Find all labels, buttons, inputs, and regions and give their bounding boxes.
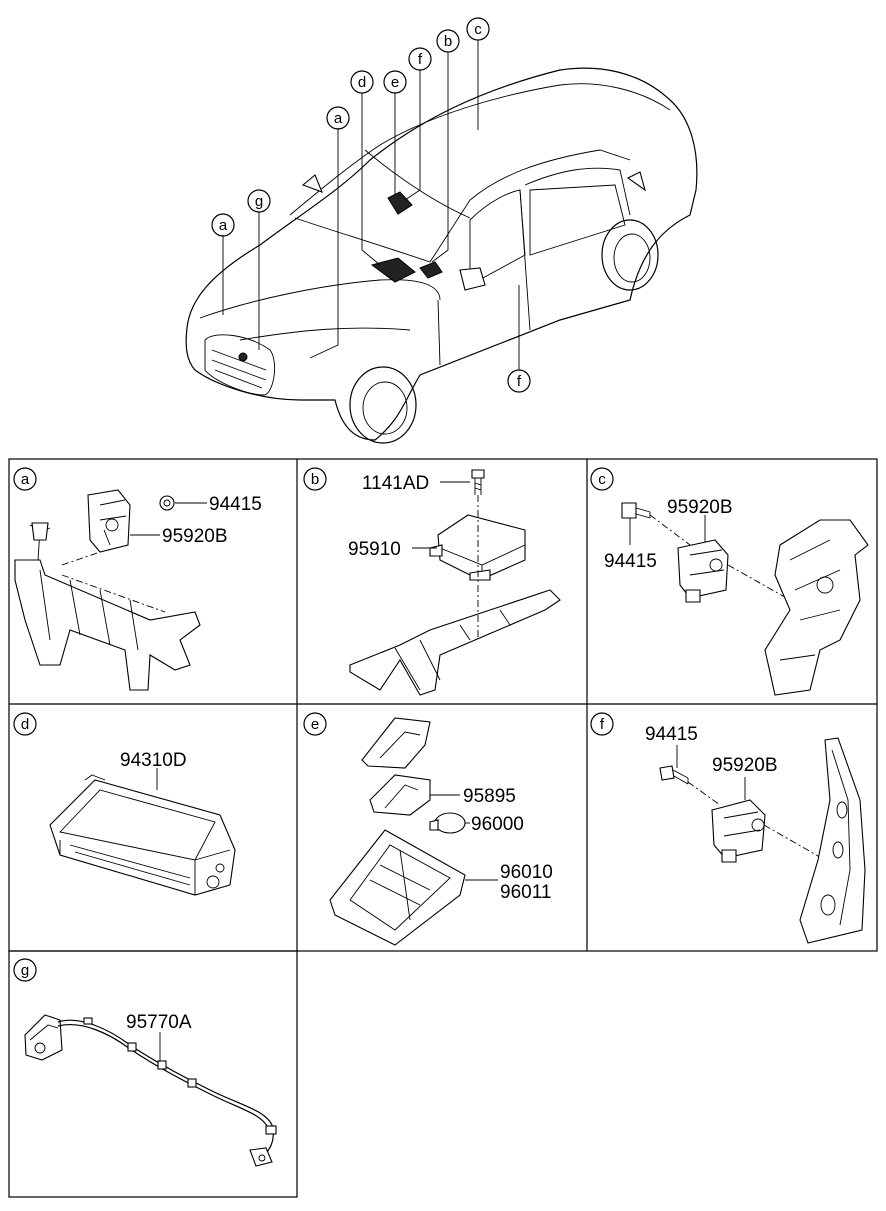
panel-b: b 1141AD 95910 bbox=[303, 467, 561, 696]
label-95920B[interactable]: 95920B bbox=[712, 755, 778, 776]
panel-e-id: e bbox=[303, 712, 327, 736]
svg-text:g: g bbox=[21, 962, 29, 979]
panel-a-id: a bbox=[13, 467, 37, 491]
panel-a: a 94415 95920B bbox=[13, 467, 262, 691]
label-96011[interactable]: 96011 bbox=[500, 882, 551, 903]
callout-g[interactable]: g bbox=[247, 189, 271, 213]
panel-c-id: c bbox=[590, 467, 614, 491]
callout-d[interactable]: d bbox=[350, 70, 374, 94]
callout-f-bottom[interactable]: f bbox=[507, 369, 531, 393]
callout-c[interactable]: c bbox=[466, 17, 490, 41]
svg-text:d: d bbox=[358, 74, 366, 91]
panel-g: g 95770A bbox=[13, 958, 277, 1167]
panel-e: e 95895 96000 96010 96011 bbox=[303, 712, 553, 946]
car-overview: a g a d e f b c bbox=[185, 17, 698, 444]
panel-grid bbox=[8, 458, 878, 1198]
label-96010[interactable]: 96010 bbox=[500, 862, 553, 883]
svg-text:g: g bbox=[255, 193, 263, 210]
label-95895[interactable]: 95895 bbox=[463, 786, 516, 807]
svg-text:d: d bbox=[21, 716, 29, 733]
svg-text:b: b bbox=[444, 33, 452, 50]
label-96000[interactable]: 96000 bbox=[471, 814, 524, 835]
panel-f: f 94415 95920B bbox=[590, 712, 866, 944]
callout-a-side[interactable]: a bbox=[326, 106, 350, 130]
label-95920B[interactable]: 95920B bbox=[667, 497, 733, 518]
panel-g-id: g bbox=[13, 958, 37, 982]
svg-text:a: a bbox=[334, 110, 343, 127]
panel-f-id: f bbox=[590, 712, 614, 736]
panel-d-id: d bbox=[13, 712, 37, 736]
label-94415[interactable]: 94415 bbox=[209, 494, 262, 515]
svg-text:c: c bbox=[598, 471, 606, 488]
panel-d: d 94310D bbox=[13, 712, 236, 896]
svg-text:b: b bbox=[311, 471, 319, 488]
callout-b[interactable]: b bbox=[436, 29, 460, 53]
label-95920B[interactable]: 95920B bbox=[162, 526, 228, 547]
label-94415[interactable]: 94415 bbox=[604, 551, 657, 572]
panel-b-id: b bbox=[303, 467, 327, 491]
callout-e[interactable]: e bbox=[383, 70, 407, 94]
svg-text:f: f bbox=[418, 51, 423, 68]
label-95910[interactable]: 95910 bbox=[348, 539, 401, 560]
svg-text:a: a bbox=[21, 471, 30, 488]
label-1141AD[interactable]: 1141AD bbox=[362, 473, 429, 494]
label-95770A[interactable]: 95770A bbox=[126, 1012, 192, 1033]
svg-text:f: f bbox=[600, 716, 605, 733]
label-94415[interactable]: 94415 bbox=[645, 724, 698, 745]
svg-text:e: e bbox=[391, 74, 399, 91]
svg-text:e: e bbox=[311, 716, 319, 733]
callout-f-top[interactable]: f bbox=[408, 47, 432, 71]
label-94310D[interactable]: 94310D bbox=[120, 750, 187, 771]
svg-text:c: c bbox=[474, 21, 482, 38]
panel-c: c 94415 95920B bbox=[590, 467, 869, 696]
callout-a-front[interactable]: a bbox=[211, 213, 235, 237]
svg-text:a: a bbox=[219, 217, 228, 234]
svg-text:f: f bbox=[517, 373, 522, 390]
